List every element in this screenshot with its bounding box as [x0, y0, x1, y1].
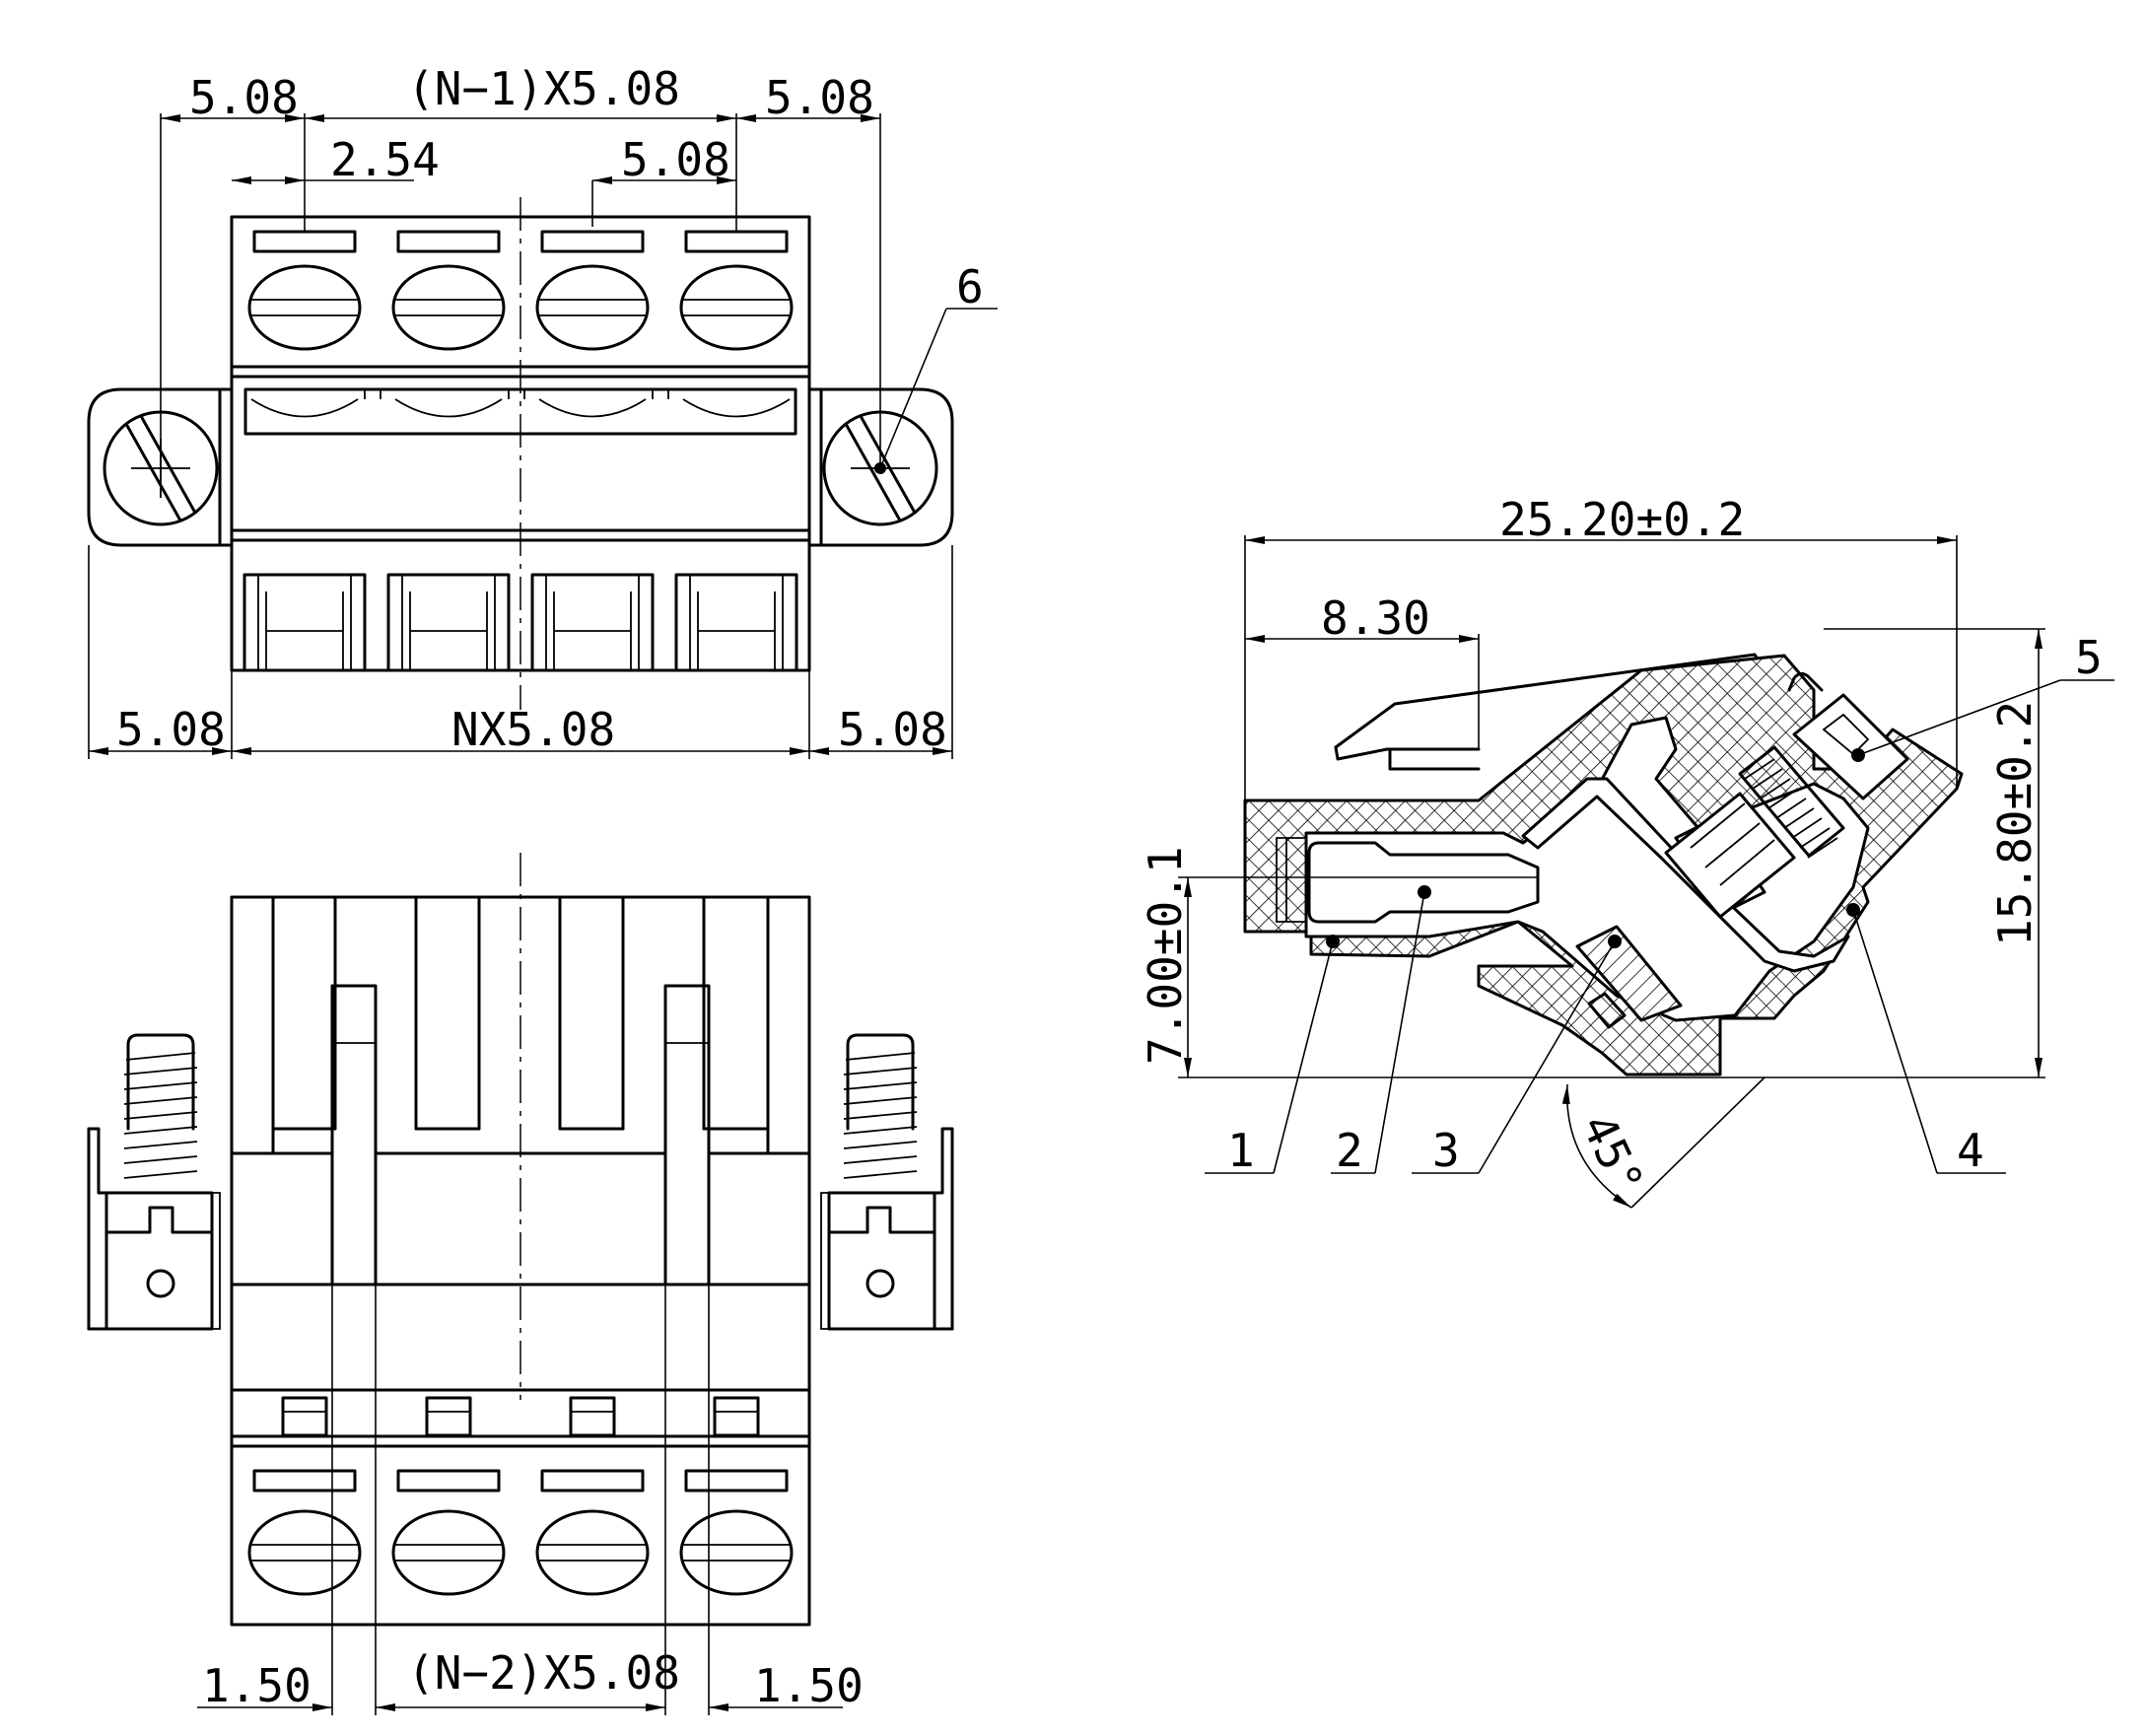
callout-2: 2 — [1336, 1124, 1363, 1177]
dim-height: 15.80±0.2 — [1988, 701, 2042, 946]
wire-pockets — [242, 573, 798, 672]
clamp-screw-icon — [1738, 745, 1845, 859]
dim-offset-right: 1.50 — [754, 1659, 864, 1712]
dim-n-minus-1: (N−1)X5.08 — [407, 62, 680, 115]
contact-cavity — [1304, 716, 1870, 1022]
right-spring-screw-icon — [820, 1033, 954, 1331]
top-view: 5.08 (N−1)X5.08 5.08 2.54 5.08 5.08 NX5.… — [87, 62, 998, 759]
callout-5: 5 — [2075, 631, 2103, 684]
callout-6: 6 — [956, 260, 984, 313]
screw-head-icon — [679, 1509, 794, 1596]
screw-head-icon — [391, 264, 506, 351]
pin-contact — [1307, 841, 1540, 924]
callout-3: 3 — [1432, 1124, 1460, 1177]
dim-offset-left: 1.50 — [202, 1659, 312, 1712]
dim-pin: 8.30 — [1321, 591, 1430, 645]
dim-flange-left: 5.08 — [116, 703, 226, 756]
lever — [1334, 653, 1766, 761]
top-view-dimensions — [88, 113, 998, 759]
left-spring-screw-icon — [87, 1033, 221, 1331]
screw-head-icon — [535, 264, 650, 351]
screw-head-icon — [391, 1509, 506, 1596]
dim-half-pitch: 2.54 — [330, 133, 440, 186]
dim-pitch-right: 5.08 — [765, 71, 874, 124]
bottom-view: 1.50 (N−2)X5.08 1.50 — [87, 853, 954, 1715]
screw-head-icon — [535, 1509, 650, 1596]
bottom-view-dimensions — [197, 1285, 843, 1715]
dim-pitch-inner: 5.08 — [621, 133, 730, 186]
side-view-dimensions — [1178, 535, 2114, 1209]
screw-head-icon — [679, 264, 794, 351]
right-flange — [809, 387, 954, 547]
dim-total: NX5.08 — [451, 703, 615, 756]
dim-pitch-left: 5.08 — [189, 71, 299, 124]
dim-length: 25.20±0.2 — [1499, 493, 1745, 546]
side-section-view: 25.20±0.2 8.30 15.80±0.2 7.00±0.1 45° 1 … — [1139, 493, 2114, 1209]
screw-head-icon — [247, 264, 362, 351]
left-flange — [87, 387, 232, 547]
dim-angle: 45° — [1571, 1106, 1654, 1203]
callout-4: 4 — [1957, 1124, 1984, 1177]
dim-n-minus-2: (N−2)X5.08 — [407, 1646, 680, 1700]
callout-1: 1 — [1227, 1124, 1255, 1177]
dim-flange-right: 5.08 — [838, 703, 947, 756]
screw-head-icon — [247, 1509, 362, 1596]
latch-left — [330, 984, 378, 1286]
latch-right — [663, 984, 711, 1286]
dim-pin-height: 7.00±0.1 — [1139, 846, 1192, 1065]
